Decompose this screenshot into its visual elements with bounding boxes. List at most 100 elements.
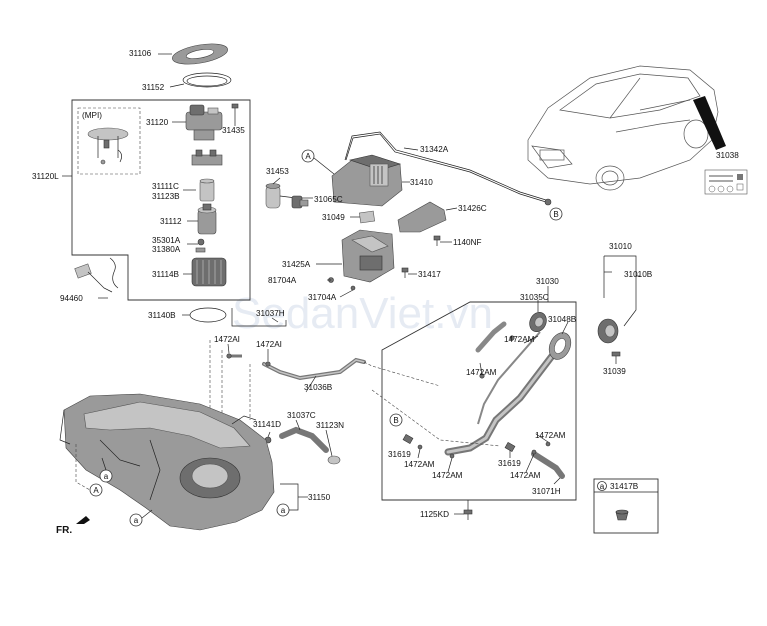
label-31619-b: 31619 (498, 459, 521, 468)
front-direction-indicator: FR. (56, 516, 90, 536)
fuel-pump-module-group: (MPI) (32, 43, 251, 303)
label-31141d: 31141D (253, 420, 281, 429)
label-31417: 31417 (418, 270, 441, 279)
label-1472am-c: 1472AM (535, 431, 566, 440)
label-31152: 31152 (142, 83, 165, 92)
filler-door-group: 31010 31010B 31039 (597, 242, 653, 376)
label-1472am-d: 1472AM (404, 460, 435, 469)
label-31035c: 31035C (520, 293, 549, 302)
marker-a-circle (301, 149, 315, 163)
canister-pad-icon (359, 210, 375, 224)
label-31037c: 31037C (287, 411, 316, 420)
inset-marker: a (600, 482, 605, 491)
screw-31039-icon (611, 351, 621, 362)
label-31123b: 31123B (152, 192, 180, 201)
label-31619-a: 31619 (388, 450, 411, 459)
label-94460: 94460 (60, 294, 83, 303)
label-31010b: 31010B (624, 270, 653, 279)
tank-gasket-icon (189, 307, 227, 323)
seal-icon (197, 238, 205, 246)
label-31037h: 31037H (256, 309, 285, 318)
fuel-pump-icon (197, 203, 217, 235)
vapor-hose-group: 31037H 1472AI 1472AI 31036B 31037C 31141… (209, 308, 501, 472)
label-31038: 31038 (716, 151, 739, 160)
clip-icon (195, 247, 206, 253)
label-31435: 31435 (222, 126, 245, 135)
canister-group: A B 31342A 31453 31410 31065C 31049 3142… (265, 131, 563, 302)
label-31010: 31010 (609, 242, 632, 251)
pump-bracket-icon (191, 149, 223, 166)
hose-31037c-icon (279, 426, 329, 453)
label-35301a: 35301A (152, 236, 181, 245)
label-31039: 31039 (603, 367, 626, 376)
o-ring-icon (182, 72, 232, 88)
canister-icon (331, 154, 403, 207)
clamp-1472ai-a-icon (226, 353, 232, 359)
label-31071h: 31071H (532, 487, 561, 496)
marker-b2-text: B (393, 416, 398, 425)
mpi-label: (MPI) (82, 111, 102, 120)
marker-a4-text: a (281, 506, 286, 515)
mpi-inset-box (77, 107, 141, 175)
filler-neck-group: 31030 B (381, 277, 577, 501)
label-31048b: 31048B (548, 315, 577, 324)
clip-31619-a-icon (402, 433, 414, 445)
marker-b-text: B (553, 210, 558, 219)
filler-neck-box (381, 301, 577, 501)
label-1472am-a: 1472AM (504, 335, 535, 344)
purge-valve-icon (291, 195, 309, 209)
lower-canister-icon (341, 229, 395, 283)
marker-a1-text: a (104, 472, 109, 481)
filler-door-icon (597, 318, 619, 344)
canister-filter-icon (265, 183, 297, 209)
clamp-icon-6 (545, 441, 551, 447)
label-31120: 31120 (146, 118, 169, 127)
label-31111c: 31111C (152, 182, 179, 191)
pump-module-box (71, 99, 251, 301)
clamp-1472ai-b-icon (265, 361, 271, 367)
label-31380a: 31380A (152, 245, 181, 254)
label-31410: 31410 (410, 178, 433, 187)
bolt-1125kd-icon (463, 500, 473, 520)
mpi-sender-icon (87, 127, 129, 165)
fuel-tank-group: a A a a 31150 (59, 393, 331, 531)
filler-cap-icon (529, 312, 547, 332)
label-31704a: 31704A (308, 293, 337, 302)
bolt-icon (433, 235, 441, 246)
label-31112: 31112 (160, 217, 182, 226)
label-1125kd: 1125KD (420, 510, 449, 519)
clamp-icon-5 (531, 449, 537, 455)
label-1472am-b: 1472AM (466, 368, 497, 377)
label-1472ai-b: 1472AI (256, 340, 282, 349)
label-31065c: 31065C (314, 195, 343, 204)
label-81704a: 81704A (268, 276, 297, 285)
vehicle-outline-icon (527, 65, 726, 191)
clip-31619-b-icon (504, 441, 516, 453)
label-31453: 31453 (266, 167, 289, 176)
gasket-cover-icon (172, 43, 228, 65)
screw-icon (231, 103, 239, 122)
marker-a2-circle (89, 483, 103, 497)
marker-a2-text: A (93, 486, 99, 495)
direction-arrow-icon (76, 516, 90, 524)
label-31114b: 31114B (152, 270, 180, 279)
marker-b-circle (549, 207, 563, 221)
canister-bracket-icon (397, 201, 447, 233)
inset-box (593, 478, 659, 534)
label-31140b: 31140B (148, 311, 176, 320)
marker-b2-circle (389, 413, 403, 427)
clamp-icon-4 (449, 453, 455, 459)
marker-a3-circle (129, 513, 143, 527)
filler-flange-icon (548, 332, 572, 360)
label-31120l: 31120L (32, 172, 59, 181)
vent-hose-icon (475, 321, 507, 353)
label-1472am-f: 1472AM (510, 471, 541, 480)
vapor-tube-icon (344, 131, 547, 201)
clamp-icon-2 (509, 335, 515, 341)
hose-31071h-icon (531, 451, 565, 479)
label-31123n: 31123N (316, 421, 344, 430)
label-31425a: 31425A (282, 260, 311, 269)
label-31342a: 31342A (420, 145, 449, 154)
label-31036b: 31036B (304, 383, 333, 392)
